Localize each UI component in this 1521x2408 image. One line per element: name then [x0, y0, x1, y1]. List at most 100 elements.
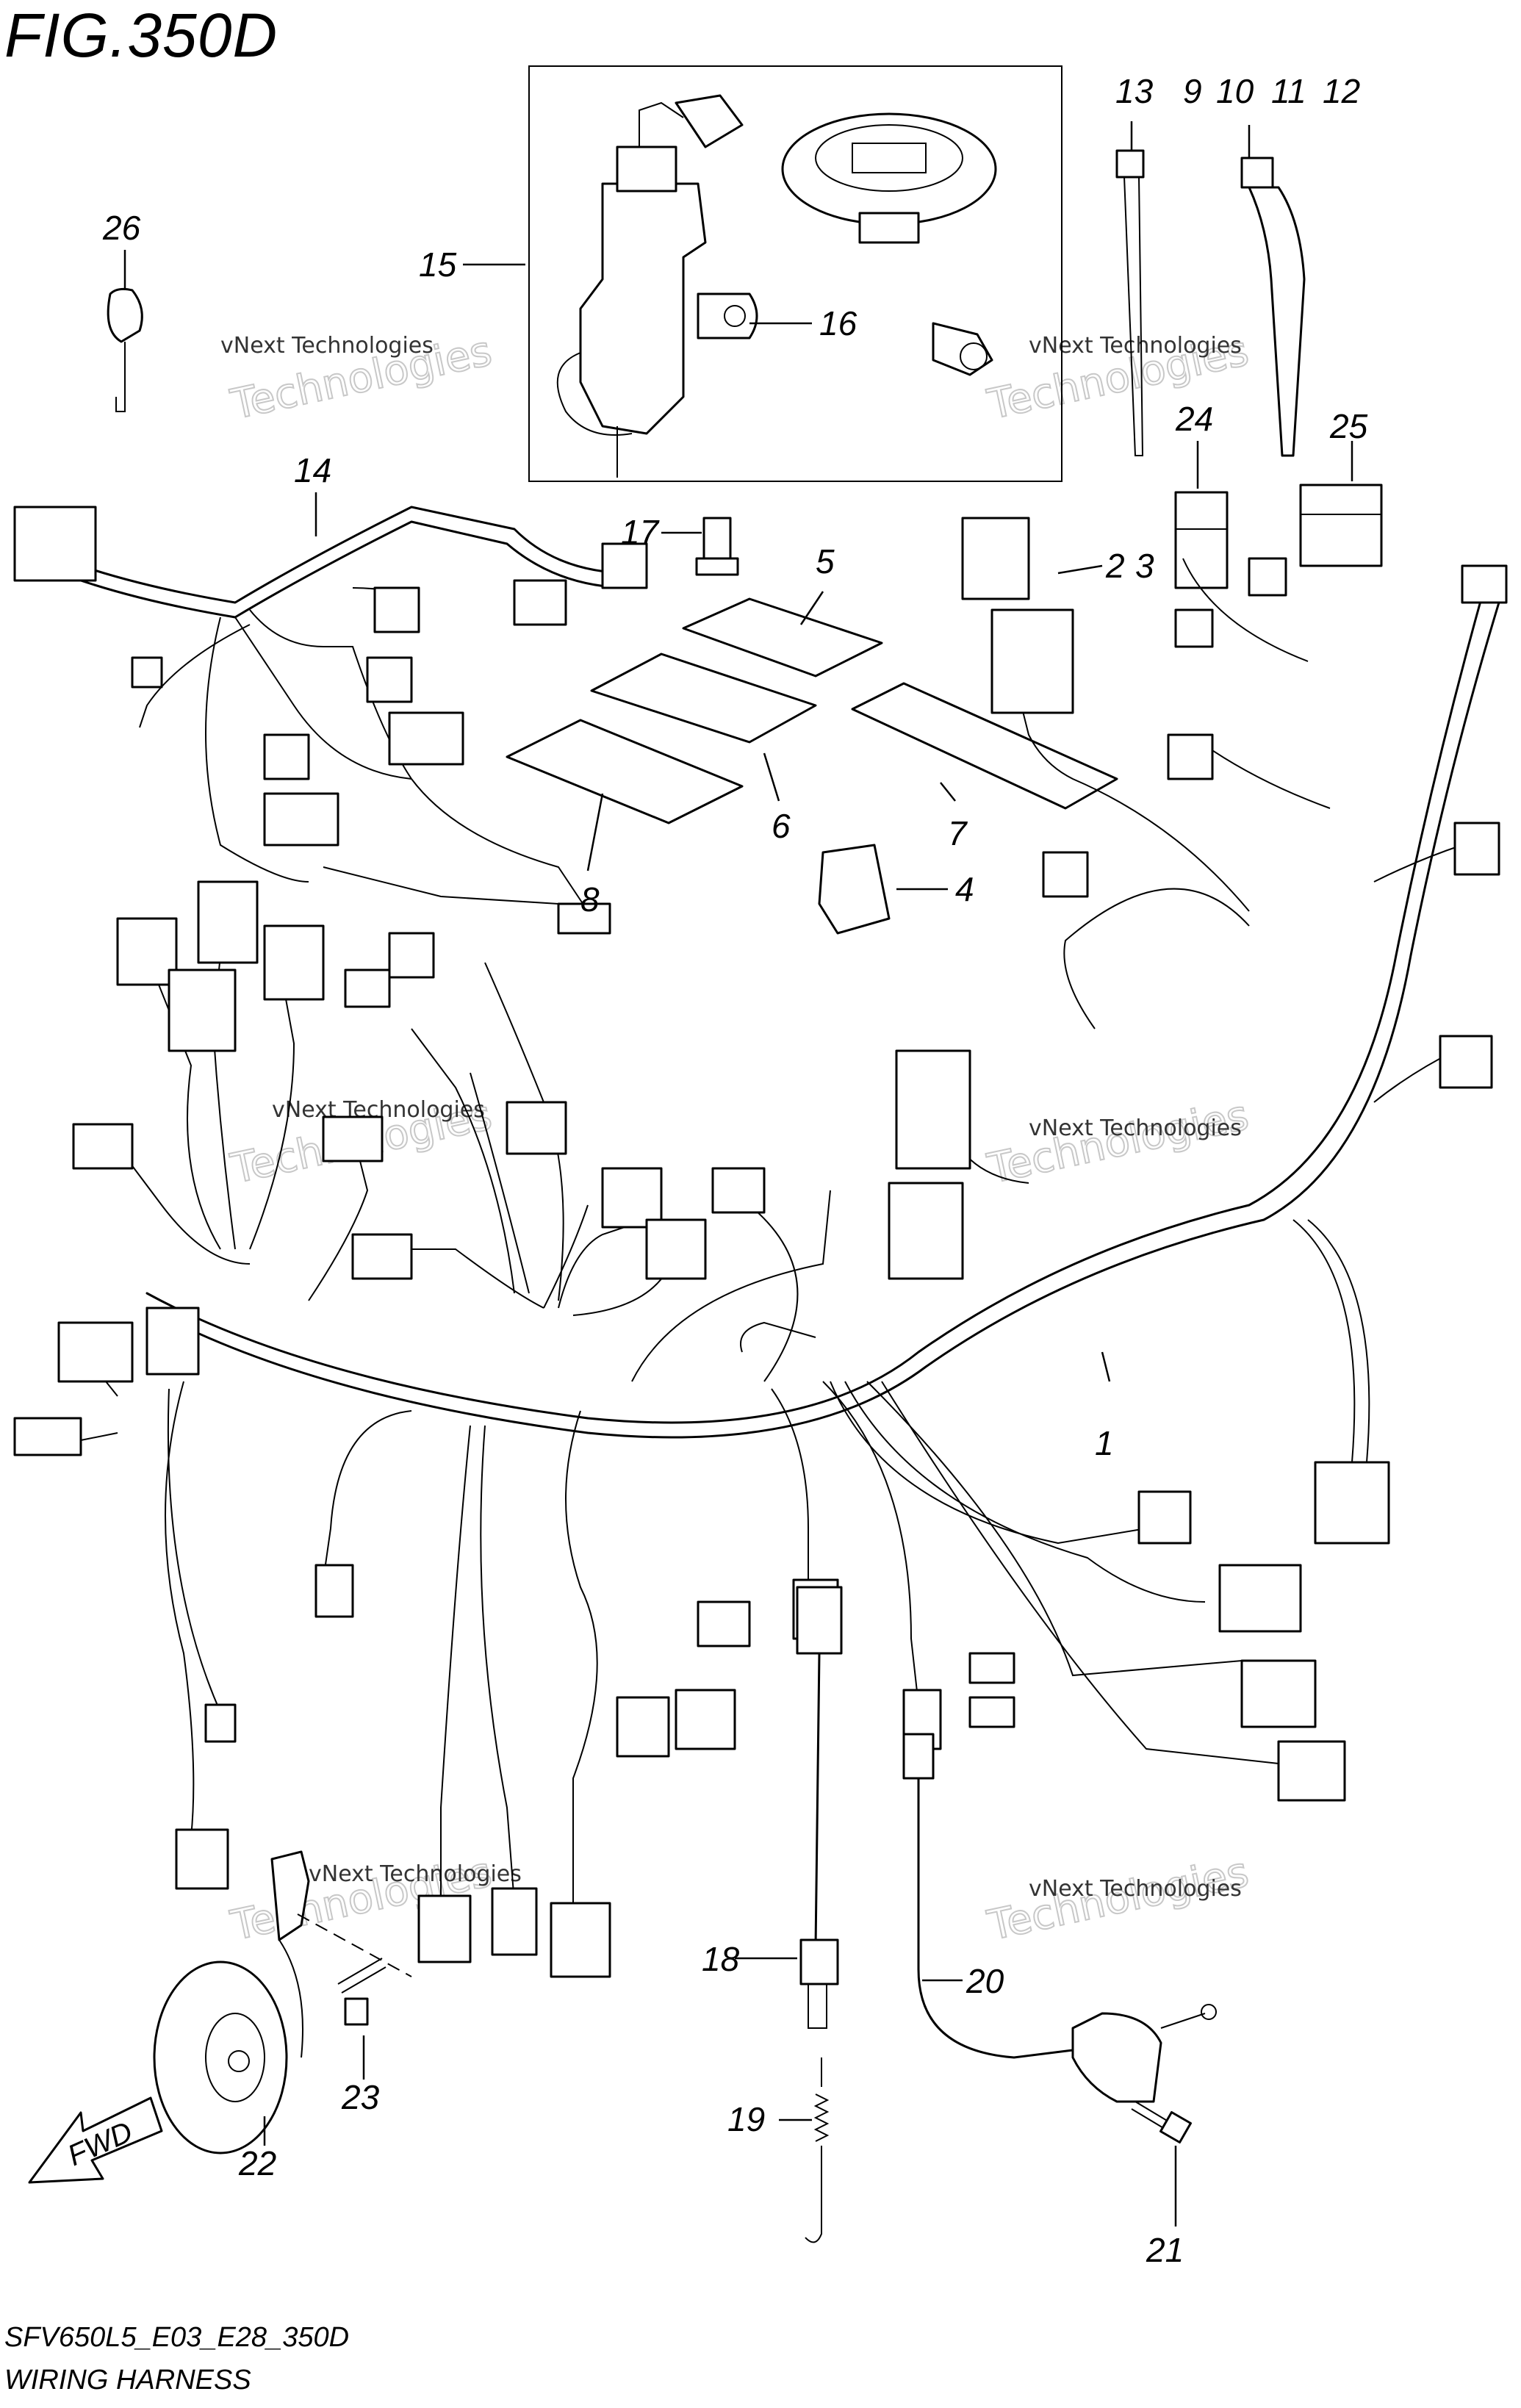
callout-9: 9 [1183, 72, 1202, 110]
connector [351, 1233, 413, 1280]
connector-block [990, 608, 1074, 714]
connector [1218, 1564, 1302, 1633]
connector [968, 1652, 1015, 1684]
connector [1461, 564, 1508, 604]
connector [388, 932, 435, 979]
callout-22: 22 [238, 2144, 276, 2182]
callout-13: 13 [1115, 72, 1154, 110]
connector [1314, 1461, 1390, 1545]
watermark-small: vNext Technologies [1029, 1115, 1242, 1141]
watermark-small: vNext Technologies [309, 1861, 522, 1887]
connector [1042, 851, 1089, 898]
connector [175, 1828, 229, 1890]
ignition-key [675, 94, 744, 148]
connector [675, 1689, 736, 1750]
connector [263, 924, 325, 1001]
connector [506, 1101, 567, 1155]
connector [417, 1894, 472, 1963]
callout-18: 18 [702, 1940, 740, 1978]
callout-14: 14 [294, 451, 331, 489]
connector [1277, 1740, 1346, 1802]
connector [13, 1417, 82, 1456]
callout-10: 10 [1216, 72, 1254, 110]
connector [550, 1902, 611, 1978]
multi-pin-connector [895, 1049, 971, 1170]
connector [1167, 733, 1214, 780]
label-plate-5 [682, 597, 883, 678]
connector [601, 542, 648, 589]
bolt [1131, 2101, 1192, 2143]
connectors [13, 506, 1508, 1978]
callouts: 1 2 3 4 5 6 7 8 9 10 11 12 13 14 15 16 1… [102, 72, 1368, 2269]
connector [616, 1696, 670, 1758]
connector [145, 1307, 200, 1376]
multi-pin-connector [888, 1182, 964, 1280]
connector [1453, 822, 1500, 876]
connector [968, 1696, 1015, 1728]
ignition-switch [579, 182, 707, 435]
callout-12: 12 [1323, 72, 1360, 110]
fuse-holder [366, 656, 413, 703]
callout-4: 4 [955, 870, 974, 908]
callout-1: 1 [1095, 1424, 1114, 1462]
connector [1248, 557, 1287, 597]
watermark-large: Technologies [983, 1091, 1252, 1193]
model-code: SFV650L5_E03_E28_350D [4, 2322, 350, 2353]
callout-26: 26 [102, 209, 141, 247]
spring [805, 2057, 830, 2243]
connector [491, 1887, 538, 1956]
screw [695, 517, 739, 576]
callout-15: 15 [419, 245, 457, 284]
callout-2: 2 [1105, 547, 1125, 585]
connector [13, 506, 97, 582]
callout-11: 11 [1271, 72, 1306, 110]
fuse-holder [263, 733, 310, 780]
sub-harness [79, 506, 633, 912]
connector [711, 1167, 766, 1214]
callout-24: 24 [1175, 400, 1213, 438]
connector [314, 1564, 354, 1618]
label-plate-8 [506, 719, 744, 824]
callout-20: 20 [966, 1962, 1004, 2000]
watermark-small: vNext Technologies [220, 333, 434, 359]
callout-21: 21 [1146, 2231, 1184, 2269]
forward-arrow[interactable]: FWD [28, 2096, 163, 2184]
connector [1240, 1659, 1317, 1728]
label-plate-6 [590, 653, 817, 744]
cable-tie-head [1115, 149, 1145, 179]
diagram-name: WIRING HARNESS [4, 2365, 251, 2396]
stop-lamp-switch-front [796, 1586, 843, 2029]
connector [197, 880, 259, 964]
lock-bracket [697, 292, 758, 339]
connector-block [961, 517, 1030, 600]
relay-25 [1299, 484, 1383, 567]
callout-16: 16 [819, 304, 857, 342]
callout-6: 6 [772, 807, 791, 845]
key [107, 287, 143, 412]
ignition-switch-frame [528, 65, 1062, 482]
connector [116, 917, 178, 986]
watermark-small: vNext Technologies [1029, 1876, 1242, 1902]
callout-23: 23 [341, 2078, 380, 2116]
connector [344, 968, 391, 1008]
connector [1174, 608, 1214, 648]
relays [1174, 484, 1383, 589]
connector [373, 586, 420, 633]
connector [322, 1115, 384, 1162]
ignition-switch-set [528, 65, 1062, 482]
connector-cover [818, 844, 891, 935]
connector [1439, 1035, 1493, 1089]
callout-5: 5 [816, 542, 835, 581]
connector [1137, 1490, 1192, 1545]
connector [72, 1123, 134, 1170]
connector [57, 1321, 134, 1383]
leader-lines [123, 121, 1353, 2226]
connector [645, 1218, 707, 1280]
connector [204, 1703, 237, 1743]
fuse-box [388, 711, 464, 766]
fuel-tank-cap [781, 112, 997, 226]
label-plate-7 [851, 682, 1118, 810]
stop-lamp-switch-rear [902, 1733, 1217, 2103]
callout-25: 25 [1329, 407, 1368, 445]
